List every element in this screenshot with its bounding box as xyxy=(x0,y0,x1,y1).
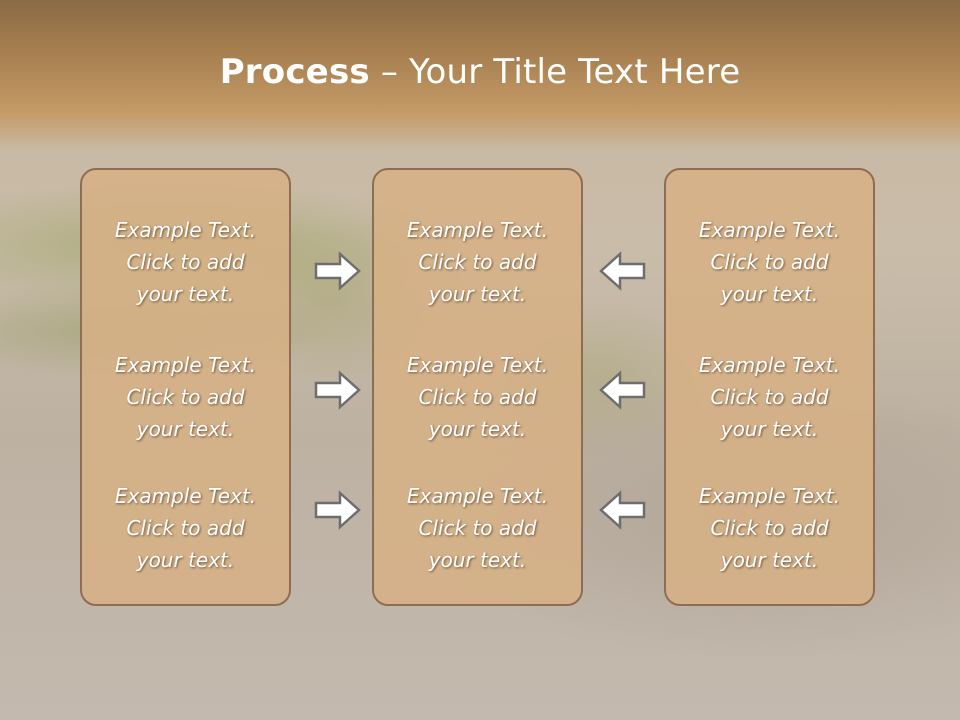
text-line: your text. xyxy=(428,282,527,306)
text-block[interactable]: Example Text. Click to add your text. xyxy=(666,214,873,310)
text-line: your text. xyxy=(136,417,235,441)
text-line: Click to add xyxy=(710,250,829,274)
text-line: your text. xyxy=(720,417,819,441)
text-line: Click to add xyxy=(710,516,829,540)
left-panel: Example Text. Click to add your text. Ex… xyxy=(80,168,291,606)
text-block[interactable]: Example Text. Click to add your text. xyxy=(82,349,289,445)
text-line: your text. xyxy=(428,548,527,572)
arrow-right-icon xyxy=(314,370,361,410)
text-block[interactable]: Example Text. Click to add your text. xyxy=(82,480,289,576)
text-line: Example Text. xyxy=(406,218,549,242)
title-bold: Process xyxy=(219,52,370,92)
title-rest: – Your Title Text Here xyxy=(369,52,741,92)
arrow-left-icon xyxy=(599,490,646,530)
text-line: your text. xyxy=(136,548,235,572)
text-line: Example Text. xyxy=(698,353,841,377)
text-block[interactable]: Example Text. Click to add your text. xyxy=(374,349,581,445)
text-block[interactable]: Example Text. Click to add your text. xyxy=(666,349,873,445)
text-line: Example Text. xyxy=(698,484,841,508)
text-line: Click to add xyxy=(418,516,537,540)
text-block[interactable]: Example Text. Click to add your text. xyxy=(82,214,289,310)
slide-title[interactable]: Process – Your Title Text Here xyxy=(0,52,960,92)
text-line: Click to add xyxy=(126,516,245,540)
text-line: Example Text. xyxy=(406,484,549,508)
text-line: Example Text. xyxy=(406,353,549,377)
text-line: your text. xyxy=(720,548,819,572)
arrow-left-icon xyxy=(599,251,646,291)
text-block[interactable]: Example Text. Click to add your text. xyxy=(374,214,581,310)
text-line: Example Text. xyxy=(114,218,257,242)
text-block[interactable]: Example Text. Click to add your text. xyxy=(666,480,873,576)
title-band xyxy=(0,0,960,150)
text-line: Example Text. xyxy=(114,353,257,377)
text-line: Example Text. xyxy=(698,218,841,242)
text-line: Click to add xyxy=(418,385,537,409)
right-panel: Example Text. Click to add your text. Ex… xyxy=(664,168,875,606)
arrow-right-icon xyxy=(314,251,361,291)
text-line: your text. xyxy=(428,417,527,441)
middle-panel: Example Text. Click to add your text. Ex… xyxy=(372,168,583,606)
text-line: Click to add xyxy=(126,385,245,409)
text-line: Click to add xyxy=(710,385,829,409)
text-line: Click to add xyxy=(418,250,537,274)
arrow-right-icon xyxy=(314,490,361,530)
arrow-left-icon xyxy=(599,370,646,410)
text-line: your text. xyxy=(720,282,819,306)
text-line: Example Text. xyxy=(114,484,257,508)
text-line: your text. xyxy=(136,282,235,306)
text-block[interactable]: Example Text. Click to add your text. xyxy=(374,480,581,576)
text-line: Click to add xyxy=(126,250,245,274)
